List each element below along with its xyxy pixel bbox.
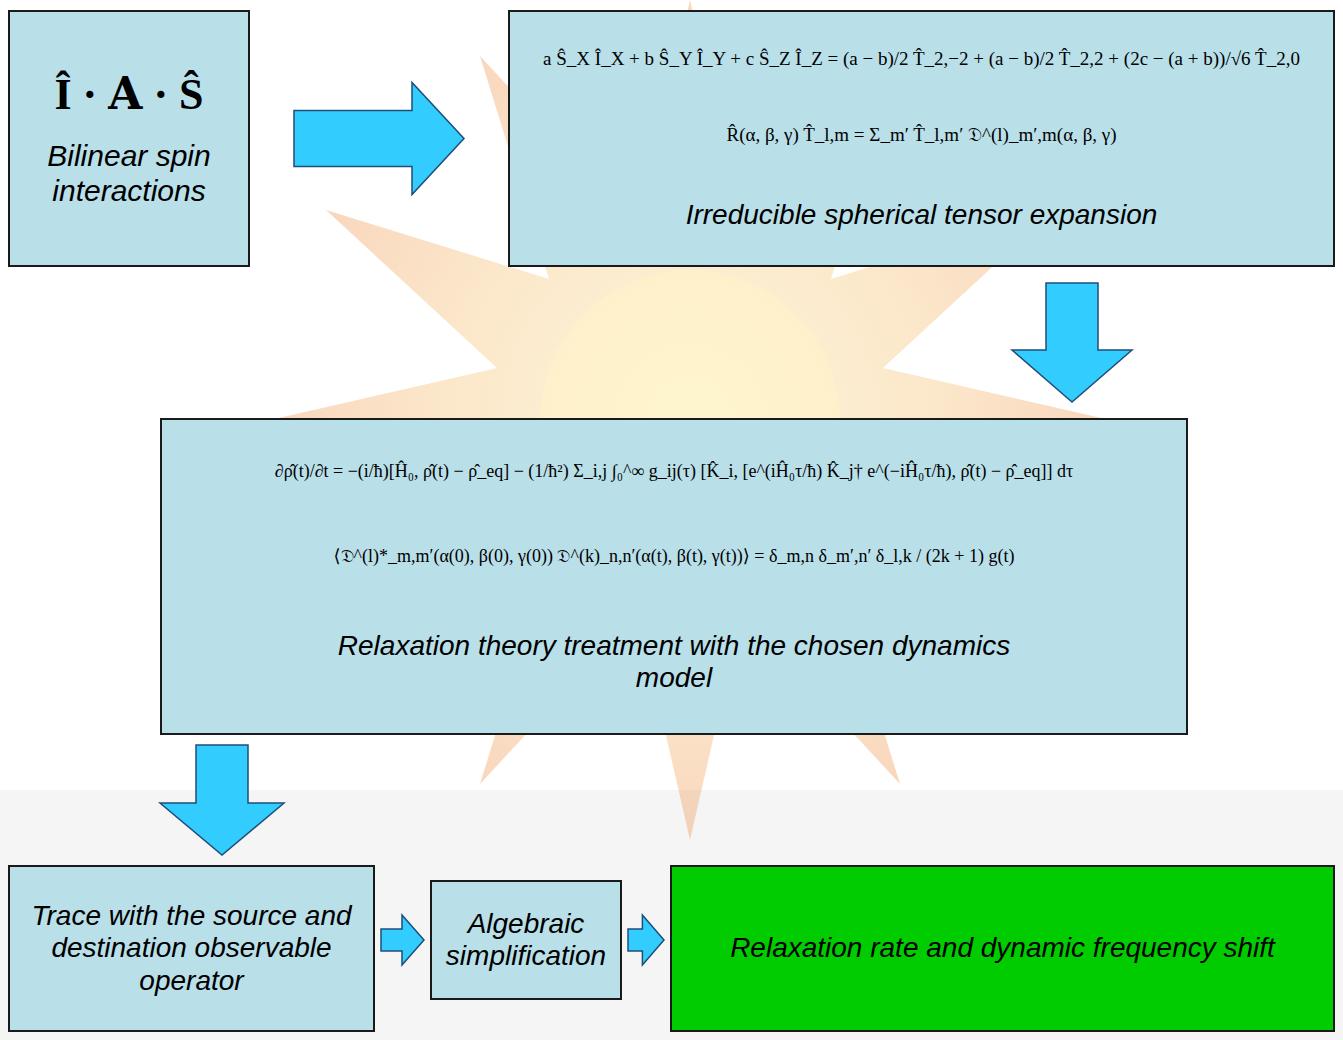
caption-text: Irreducible spherical tensor expansion xyxy=(686,199,1158,231)
process-box: Trace with the source and destination ob… xyxy=(8,865,375,1032)
caption-text: Algebraic simplification xyxy=(444,908,608,972)
formula-box: Î · 𝐀 · Ŝ Bilinear spin interactions xyxy=(8,10,250,267)
formula-text: Î · 𝐀 · Ŝ xyxy=(54,69,203,122)
caption-text: Relaxation rate and dynamic frequency sh… xyxy=(730,932,1275,964)
block-arrow xyxy=(294,83,464,195)
formula-text: ⟨𝔇^(l)*_m,m′(α(0), β(0), γ(0)) 𝔇^(k)_n,n… xyxy=(334,544,1015,568)
block-arrow xyxy=(381,915,424,965)
formula-text: R̂(α, β, γ) T̂_l,m = Σ_m′ T̂_l,m′ 𝔇^(l)_… xyxy=(726,122,1116,148)
caption-text: Bilinear spin interactions xyxy=(22,139,236,208)
caption-text: Trace with the source and destination ob… xyxy=(22,900,361,997)
caption-text: Relaxation theory treatment with the cho… xyxy=(314,630,1034,694)
formula-box: a Ŝ_X Î_X + b Ŝ_Y Î_Y + c Ŝ_Z Î_Z = (a −… xyxy=(508,10,1335,267)
formula-text: a Ŝ_X Î_X + b Ŝ_Y Î_Y + c Ŝ_Z Î_Z = (a −… xyxy=(543,46,1300,72)
block-arrow xyxy=(160,745,284,855)
formula-text: ∂ρ̂(t)/∂t = −(i/ħ)[Ĥ₀, ρ̂(t) − ρ̂_eq] − … xyxy=(275,459,1073,483)
process-box: Algebraic simplification xyxy=(430,880,622,1000)
block-arrow xyxy=(1012,283,1132,402)
formula-box: ∂ρ̂(t)/∂t = −(i/ħ)[Ĥ₀, ρ̂(t) − ρ̂_eq] − … xyxy=(160,418,1188,735)
block-arrow xyxy=(628,915,664,965)
result-box: Relaxation rate and dynamic frequency sh… xyxy=(670,865,1335,1032)
